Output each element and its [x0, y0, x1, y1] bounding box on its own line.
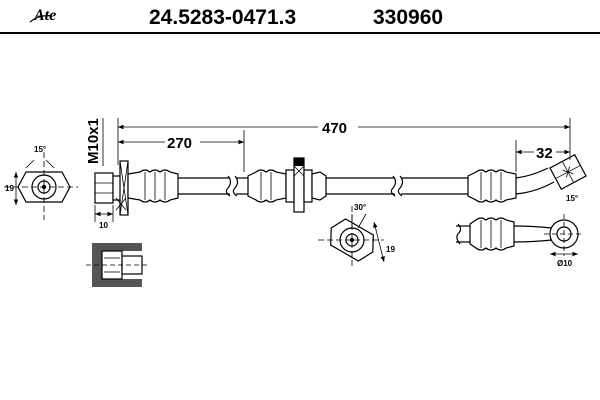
section-view: [86, 243, 148, 287]
left-fitting: M10x1 10: [85, 118, 129, 230]
nut-width-label: 10: [99, 221, 108, 230]
logo-swoosh: [29, 15, 53, 23]
length-dimensions: 470 270 32: [117, 118, 571, 172]
total-length-label: 470: [322, 120, 347, 137]
right-length-label: 32: [536, 145, 553, 162]
angle-mid-label: 30°: [354, 203, 366, 212]
diameter-right-label: Ø10: [557, 259, 573, 268]
left-end-view: 15° 19: [4, 145, 78, 220]
right-detail-view: Ø10: [456, 214, 584, 268]
thread-label: M10x1: [85, 118, 102, 164]
part-number: 24.5283-0471.3: [149, 6, 296, 29]
width-mid-label: 19: [386, 245, 395, 254]
partial-length-label: 270: [167, 135, 192, 152]
hose-body: 15°: [127, 154, 587, 213]
header-bar: Ate 24.5283-0471.3 330960: [0, 6, 600, 34]
ref-number: 330960: [373, 6, 443, 29]
width-left-label: 19: [5, 184, 14, 193]
angle-right-label: 15°: [566, 194, 578, 203]
angle-left-label: 15°: [34, 145, 46, 154]
mid-end-view: 30° 19: [318, 203, 395, 268]
